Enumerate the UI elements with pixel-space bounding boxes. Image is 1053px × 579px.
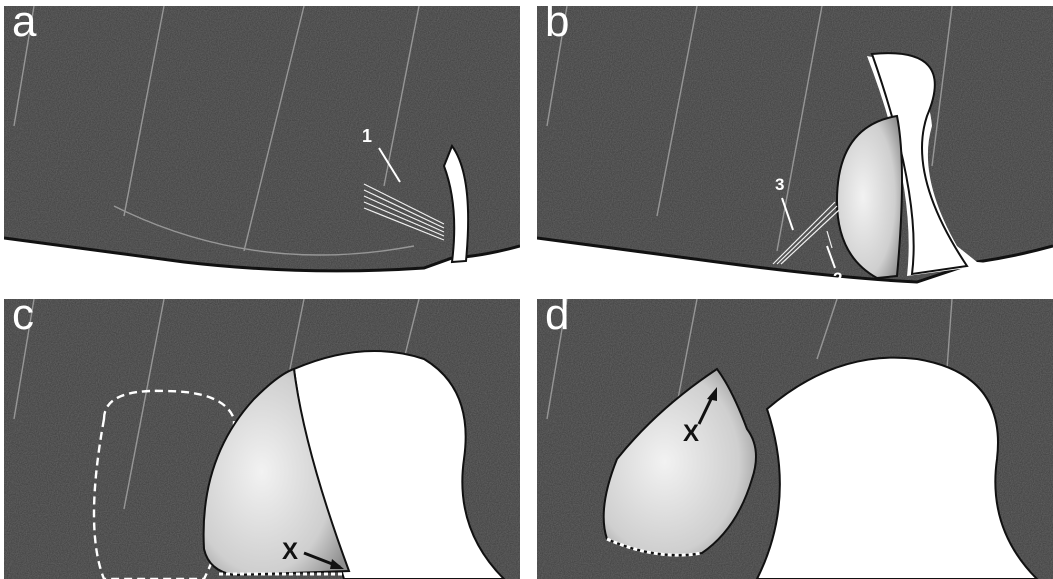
label-2: 2 xyxy=(833,269,842,286)
panel-letter-d: d xyxy=(545,299,569,337)
leaf-image-c: X xyxy=(4,299,520,579)
panel-c: X c xyxy=(4,299,520,579)
leaf-image-b: 3 2 xyxy=(537,6,1053,286)
panel-letter-c: c xyxy=(12,299,34,337)
panel-d: X d xyxy=(537,299,1053,579)
panel-letter-b: b xyxy=(545,6,569,44)
label-1: 1 xyxy=(362,126,372,146)
label-x-d: X xyxy=(683,420,699,447)
label-3: 3 xyxy=(775,175,784,194)
panel-letter-a: a xyxy=(12,6,36,44)
panel-b: 3 2 b xyxy=(537,6,1053,286)
label-x-c: X xyxy=(282,538,298,565)
panel-a: 1 a xyxy=(4,6,520,286)
leaf-image-d: X xyxy=(537,299,1053,579)
leaf-image-a: 1 xyxy=(4,6,520,286)
